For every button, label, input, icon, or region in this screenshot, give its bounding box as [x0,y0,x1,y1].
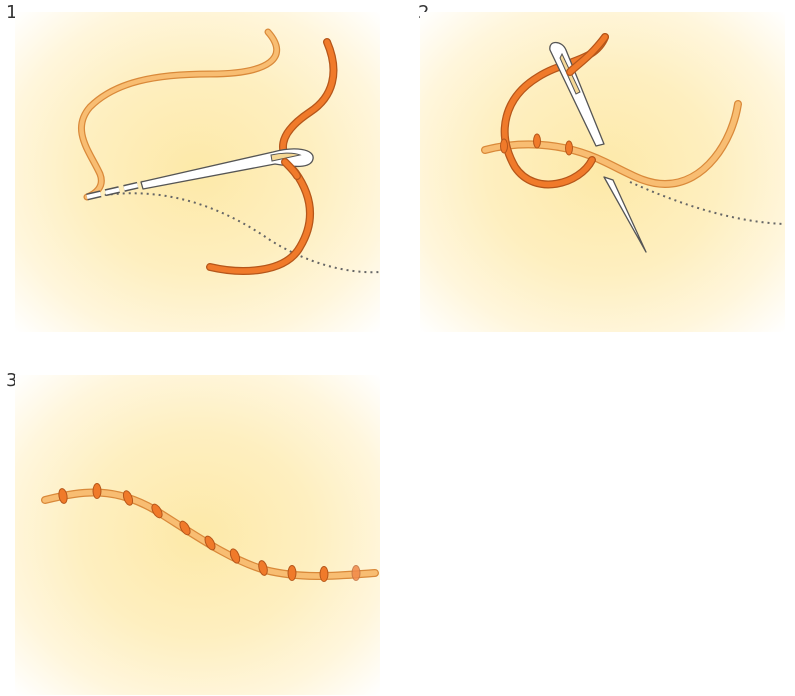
step-2-panel [420,12,785,332]
stitch-guide-line [87,193,380,272]
step-1-panel [15,12,380,332]
finished-thread [45,492,375,576]
step-2-illustration [420,12,785,332]
step-3-illustration [15,375,380,695]
step-3-panel [15,375,380,695]
stitch-guide-line [630,182,785,224]
stitch-marks [58,484,360,582]
light-thread [81,32,276,197]
step-1-illustration [15,12,380,332]
